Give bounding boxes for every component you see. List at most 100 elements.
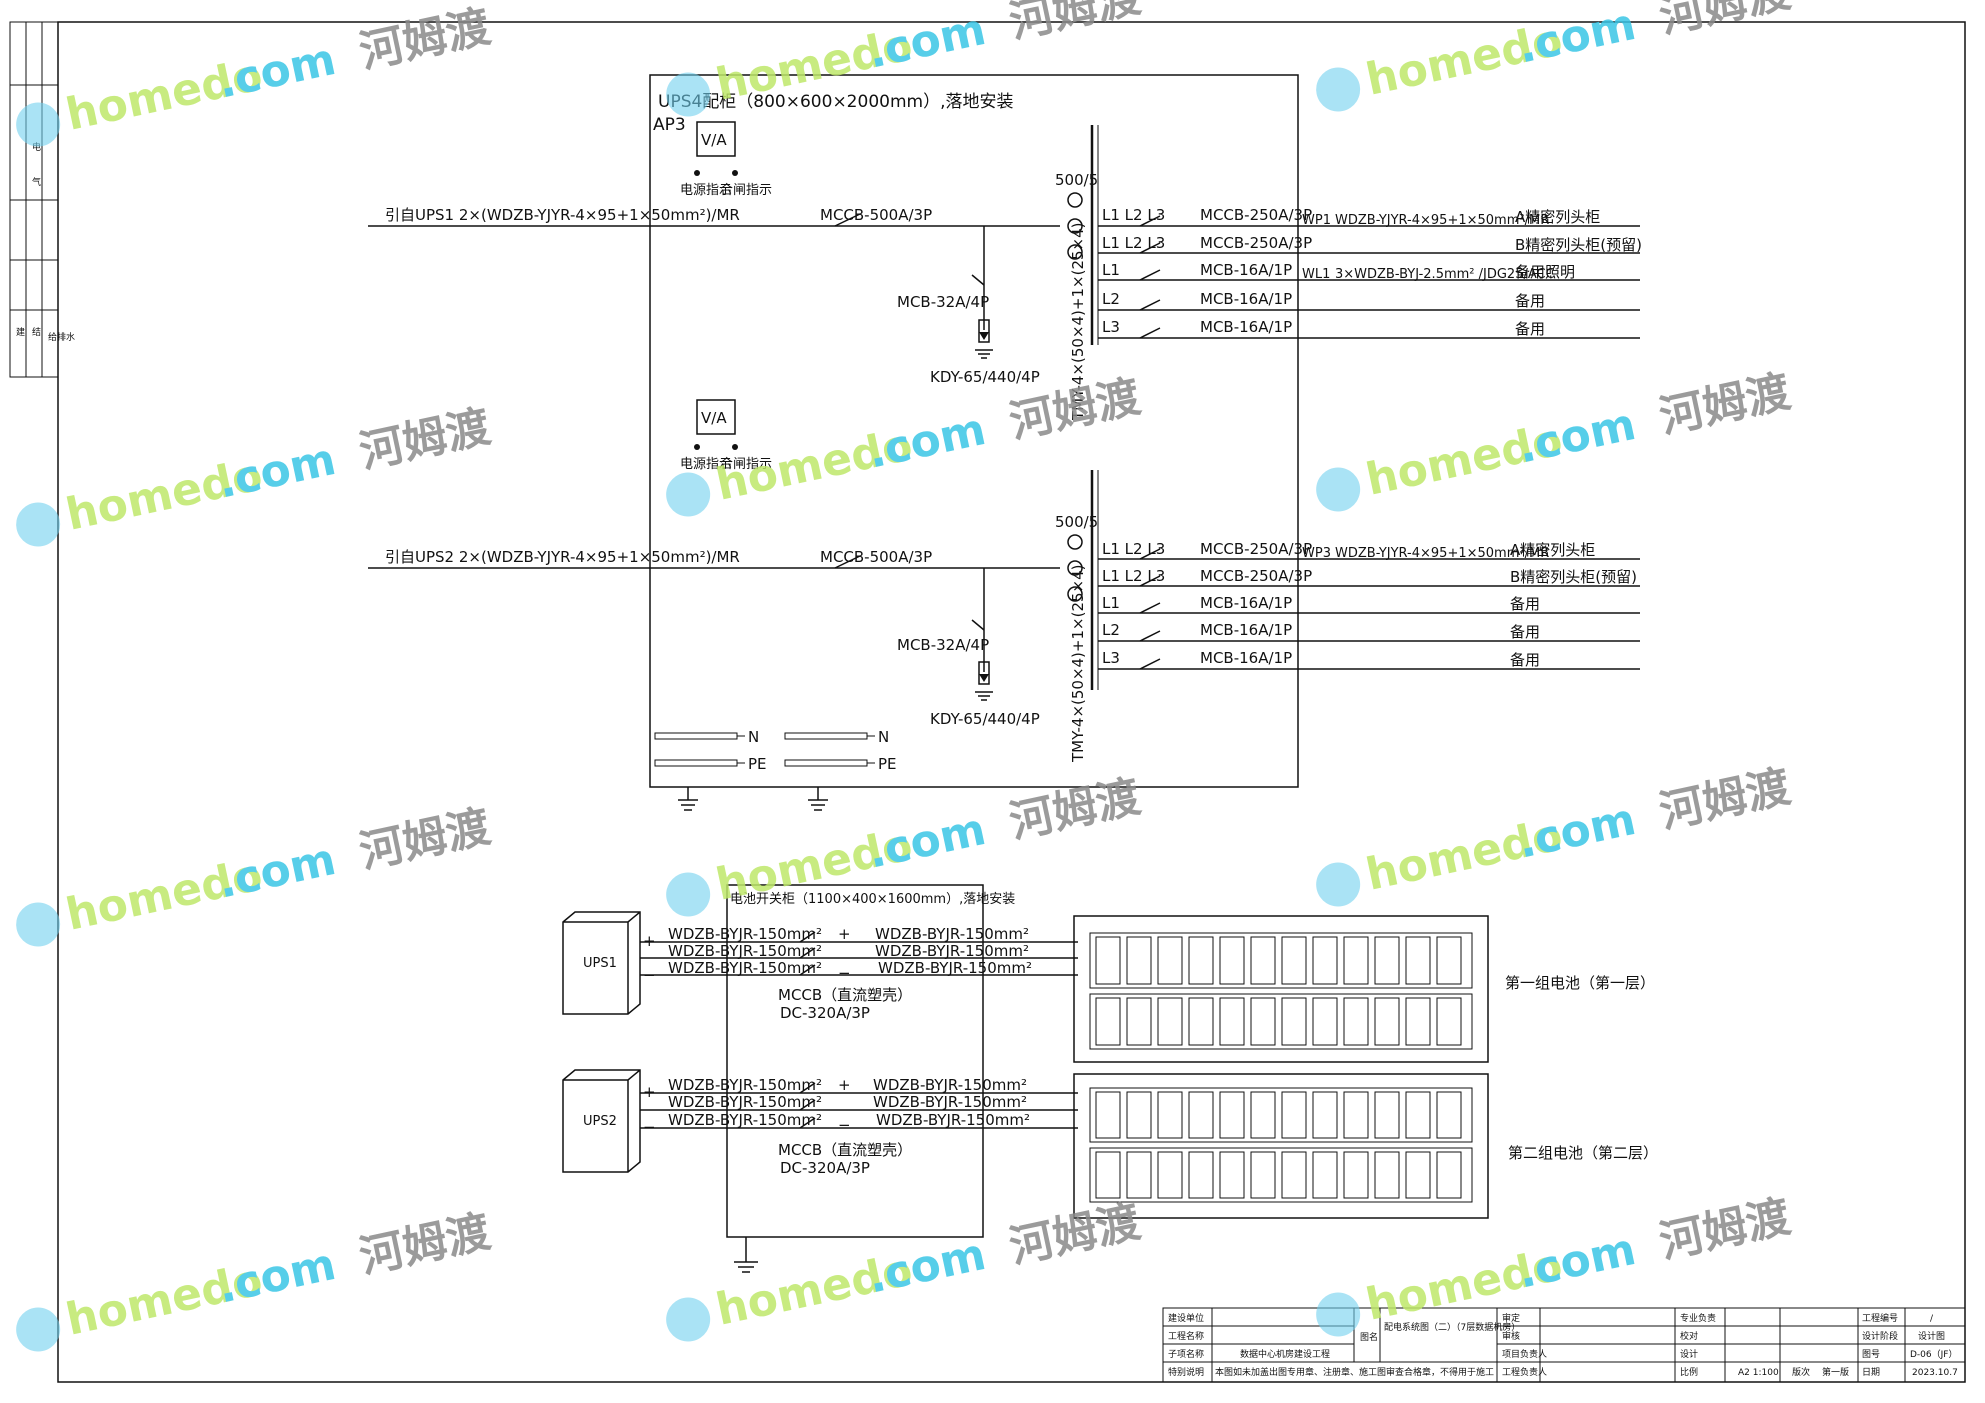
svg-text:MCB-16A/1P: MCB-16A/1P bbox=[1200, 318, 1292, 336]
svg-text:河姆渡: 河姆渡 bbox=[1655, 761, 1795, 838]
svg-text:河姆渡: 河姆渡 bbox=[355, 401, 495, 478]
svg-text:审核: 审核 bbox=[1502, 1330, 1520, 1342]
spd-label-1: KDY-65/440/4P bbox=[930, 368, 1040, 386]
svg-text:L1 L2 L3: L1 L2 L3 bbox=[1102, 567, 1165, 585]
svg-text:WL1: WL1 bbox=[1302, 267, 1330, 282]
svg-text:版次: 版次 bbox=[1792, 1366, 1810, 1378]
svg-text:L3: L3 bbox=[1102, 649, 1120, 667]
svg-text:L1: L1 bbox=[1102, 594, 1120, 612]
drawing-border bbox=[57, 21, 1966, 1383]
svg-text:−: − bbox=[838, 1116, 851, 1134]
left-strip: 电 气 建 结 给排水 bbox=[9, 21, 75, 378]
ups2-box bbox=[562, 1069, 641, 1173]
breaker-switch-icon bbox=[834, 555, 861, 569]
battery-cell-icon bbox=[1343, 936, 1369, 985]
svg-text:L1: L1 bbox=[1102, 261, 1120, 279]
dc-cables-group-2: + − WDZB-BYJR-150mm² WDZB-BYJR-150mm² WD… bbox=[640, 1076, 1078, 1177]
svg-text:.com: .com bbox=[863, 4, 990, 79]
svg-text:河姆渡: 河姆渡 bbox=[355, 801, 495, 878]
battery-cell-icon bbox=[1281, 997, 1307, 1046]
svg-text:MCB-16A/1P: MCB-16A/1P bbox=[1200, 649, 1292, 667]
svg-text:备用: 备用 bbox=[1510, 651, 1540, 669]
svg-text:.com: .com bbox=[863, 804, 990, 879]
svg-text:河姆渡: 河姆渡 bbox=[1005, 0, 1145, 48]
battery-cell-icon bbox=[1157, 936, 1183, 985]
battery-cell-icon bbox=[1157, 997, 1183, 1046]
svg-text:B精密列头柜(预留): B精密列头柜(预留) bbox=[1510, 568, 1637, 586]
svg-text:项目负责人: 项目负责人 bbox=[1502, 1348, 1547, 1360]
svg-text:.com: .com bbox=[1513, 794, 1640, 869]
flower-logo-icon bbox=[666, 72, 711, 117]
svg-text:−: − bbox=[643, 966, 656, 984]
svg-text:L1 L2 L3: L1 L2 L3 bbox=[1102, 540, 1165, 558]
svg-text:L1 L2 L3: L1 L2 L3 bbox=[1102, 234, 1165, 252]
indicator-lamp-icon bbox=[732, 170, 738, 176]
svg-text:+: + bbox=[643, 932, 656, 950]
svg-text:.com: .com bbox=[863, 1229, 990, 1304]
battery-cabinet-title: 电池开关柜（1100×400×1600mm）,落地安装 bbox=[730, 892, 1015, 907]
svg-text:河姆渡: 河姆渡 bbox=[355, 1206, 495, 1283]
ct-icon bbox=[1067, 192, 1083, 208]
branch-circuit-1-3: L1 MCB-16A/1P WL1 3×WDZB-BYJ-2.5mm² /JDG… bbox=[1098, 261, 1640, 282]
battery-cell-icon bbox=[1436, 1151, 1462, 1199]
incoming-label-1: 引自UPS1 2×(WDZB-YJYR-4×95+1×50mm²)/MR bbox=[385, 206, 740, 224]
battery-cell-icon bbox=[1405, 1091, 1431, 1139]
svg-text:DC-320A/3P: DC-320A/3P bbox=[780, 1004, 870, 1022]
battery-cell-icon bbox=[1436, 1091, 1462, 1139]
battery-cell-icon bbox=[1374, 936, 1400, 985]
meter-label-2: V/A bbox=[701, 409, 727, 427]
battery-cell-icon bbox=[1374, 1091, 1400, 1139]
ct-icon bbox=[1067, 586, 1083, 602]
battery-cell-icon bbox=[1126, 997, 1152, 1046]
battery-cell-icon bbox=[1219, 1151, 1245, 1199]
svg-text:WDZB-BYJR-150mm²: WDZB-BYJR-150mm² bbox=[668, 925, 822, 943]
battery-cell-icon bbox=[1312, 1151, 1338, 1199]
svg-text:设计: 设计 bbox=[1680, 1348, 1698, 1360]
ups1-box bbox=[562, 911, 641, 1015]
svg-text:WDZB-BYJR-150mm²: WDZB-BYJR-150mm² bbox=[668, 959, 822, 977]
svg-text:.com: .com bbox=[213, 34, 340, 109]
branch-circuit-2-5: L3 MCB-16A/1P 备用 bbox=[1098, 649, 1640, 670]
pe-bar-label-2: PE bbox=[878, 755, 897, 773]
svg-text:特别说明: 特别说明 bbox=[1168, 1366, 1204, 1378]
svg-text:.com: .com bbox=[863, 404, 990, 479]
flower-logo-icon bbox=[16, 1307, 61, 1352]
svg-text:日期: 日期 bbox=[1862, 1367, 1880, 1378]
svg-text:WDZB-BYJR-150mm²: WDZB-BYJR-150mm² bbox=[876, 1111, 1030, 1129]
svg-text:WDZB-BYJR-150mm²: WDZB-BYJR-150mm² bbox=[668, 942, 822, 960]
ups-cabinet-code: AP3 bbox=[653, 115, 686, 135]
n-bar-label-2: N bbox=[878, 728, 889, 746]
battery-cell-icon bbox=[1312, 936, 1338, 985]
ups2-label: UPS2 bbox=[583, 1114, 617, 1129]
section-2: 引自UPS2 2×(WDZB-YJYR-4×95+1×50mm²)/MR MCC… bbox=[368, 470, 1640, 763]
dc-cables-group-1: + − WDZB-BYJR-150mm² WDZB-BYJR-150mm² WD… bbox=[640, 925, 1078, 1022]
spd-switch-icon bbox=[971, 619, 985, 631]
svg-text:配电系统图（二）（7层数据机房）: 配电系统图（二）（7层数据机房） bbox=[1384, 1321, 1520, 1333]
svg-text:+: + bbox=[838, 1076, 851, 1094]
battery-rack-2 bbox=[1073, 1073, 1489, 1219]
indicator-lamp-icon bbox=[732, 444, 738, 450]
battery-cell-icon bbox=[1095, 1151, 1121, 1199]
branch-switch-icon bbox=[1139, 548, 1161, 670]
battery-cell-icon bbox=[1157, 1091, 1183, 1139]
battery-cell-icon bbox=[1281, 1151, 1307, 1199]
title-block: 建设单位 工程名称 子项名称 数据中心机房建设工程 特别说明 本图如未加盖出图专… bbox=[1162, 1307, 1966, 1383]
battery-cell-icon bbox=[1343, 1091, 1369, 1139]
meter-box-2 bbox=[696, 399, 736, 435]
svg-text:工程名称: 工程名称 bbox=[1168, 1330, 1204, 1342]
battery-cell-icon bbox=[1188, 1091, 1214, 1139]
svg-text:第一版: 第一版 bbox=[1822, 1366, 1849, 1378]
battery-cell-icon bbox=[1436, 936, 1462, 985]
battery-row bbox=[1089, 993, 1473, 1050]
battery-cell-icon bbox=[1281, 936, 1307, 985]
ct-icon bbox=[1067, 560, 1083, 576]
n-bar-label: N bbox=[748, 728, 759, 746]
battery-cell-icon bbox=[1312, 997, 1338, 1046]
svg-text:A精密列头柜: A精密列头柜 bbox=[1510, 541, 1595, 559]
indicator-power-label-2: 电源指示 bbox=[680, 457, 732, 472]
battery-cell-icon bbox=[1405, 997, 1431, 1046]
svg-text:数据中心机房建设工程: 数据中心机房建设工程 bbox=[1240, 1348, 1330, 1360]
svg-text:MCCB（直流塑壳）: MCCB（直流塑壳） bbox=[778, 986, 912, 1004]
